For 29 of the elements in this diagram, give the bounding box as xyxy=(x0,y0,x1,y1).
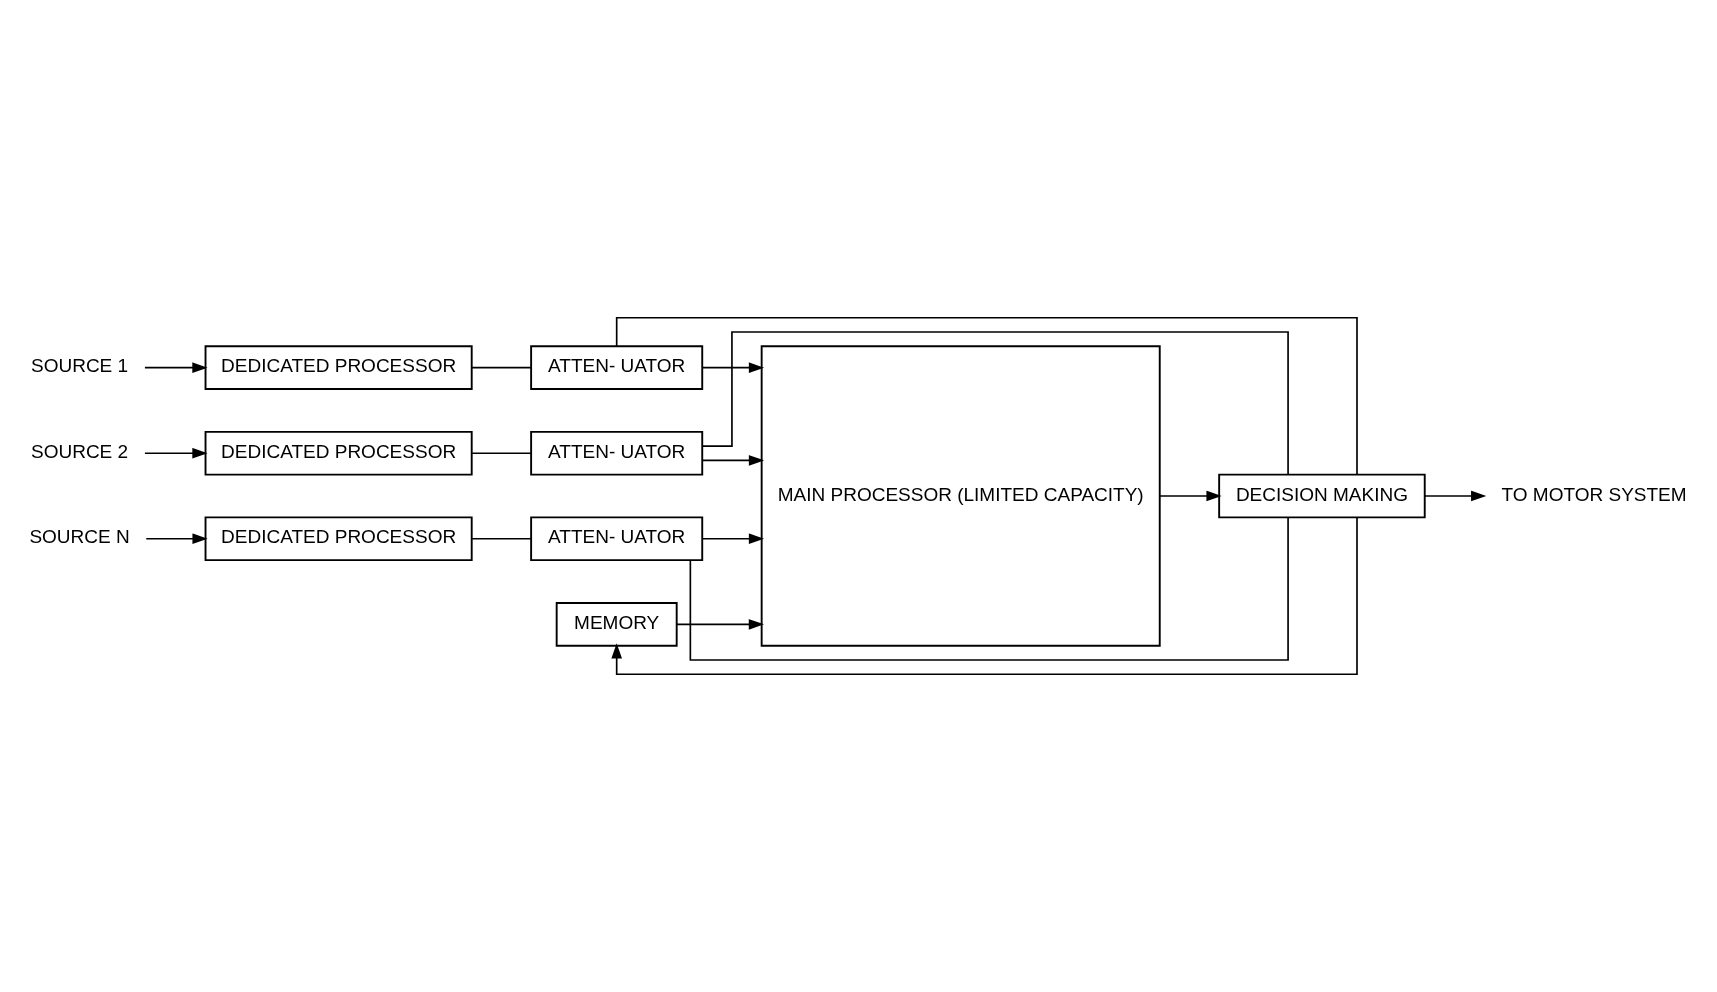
node-text: TO MOTOR SYSTEM xyxy=(1501,483,1687,505)
connector xyxy=(471,537,532,540)
arrow xyxy=(144,362,208,373)
node-box: ATTEN- UATOR xyxy=(530,430,704,476)
connector xyxy=(689,516,1289,661)
arrow xyxy=(144,447,208,459)
arrow xyxy=(611,516,1358,676)
connector xyxy=(701,331,1289,476)
connector xyxy=(471,452,532,455)
arrow xyxy=(676,619,764,630)
node-box: ATTEN- UATOR xyxy=(530,516,704,562)
node-text: SOURCE 2 xyxy=(30,440,129,462)
arrow xyxy=(1159,490,1222,502)
node-box: DEDICATED PROCESSOR xyxy=(204,345,473,390)
connector xyxy=(615,316,1358,476)
node-text: SOURCE N xyxy=(29,526,130,548)
connector xyxy=(471,366,532,369)
arrow xyxy=(1424,490,1487,502)
arrow xyxy=(701,455,765,466)
node-box: MAIN PROCESSOR (LIMITED CAPACITY) xyxy=(760,345,1161,647)
node-box: DEDICATED PROCESSOR xyxy=(204,516,473,562)
arrow xyxy=(701,533,765,545)
arrow xyxy=(145,533,208,545)
node-box: MEMORY xyxy=(555,602,678,647)
node-box: ATTEN- UATOR xyxy=(530,345,704,390)
node-text: SOURCE 1 xyxy=(30,355,129,377)
node-box: DEDICATED PROCESSOR xyxy=(204,430,473,476)
node-box: DECISION MAKING xyxy=(1218,473,1426,519)
arrow xyxy=(701,362,765,373)
